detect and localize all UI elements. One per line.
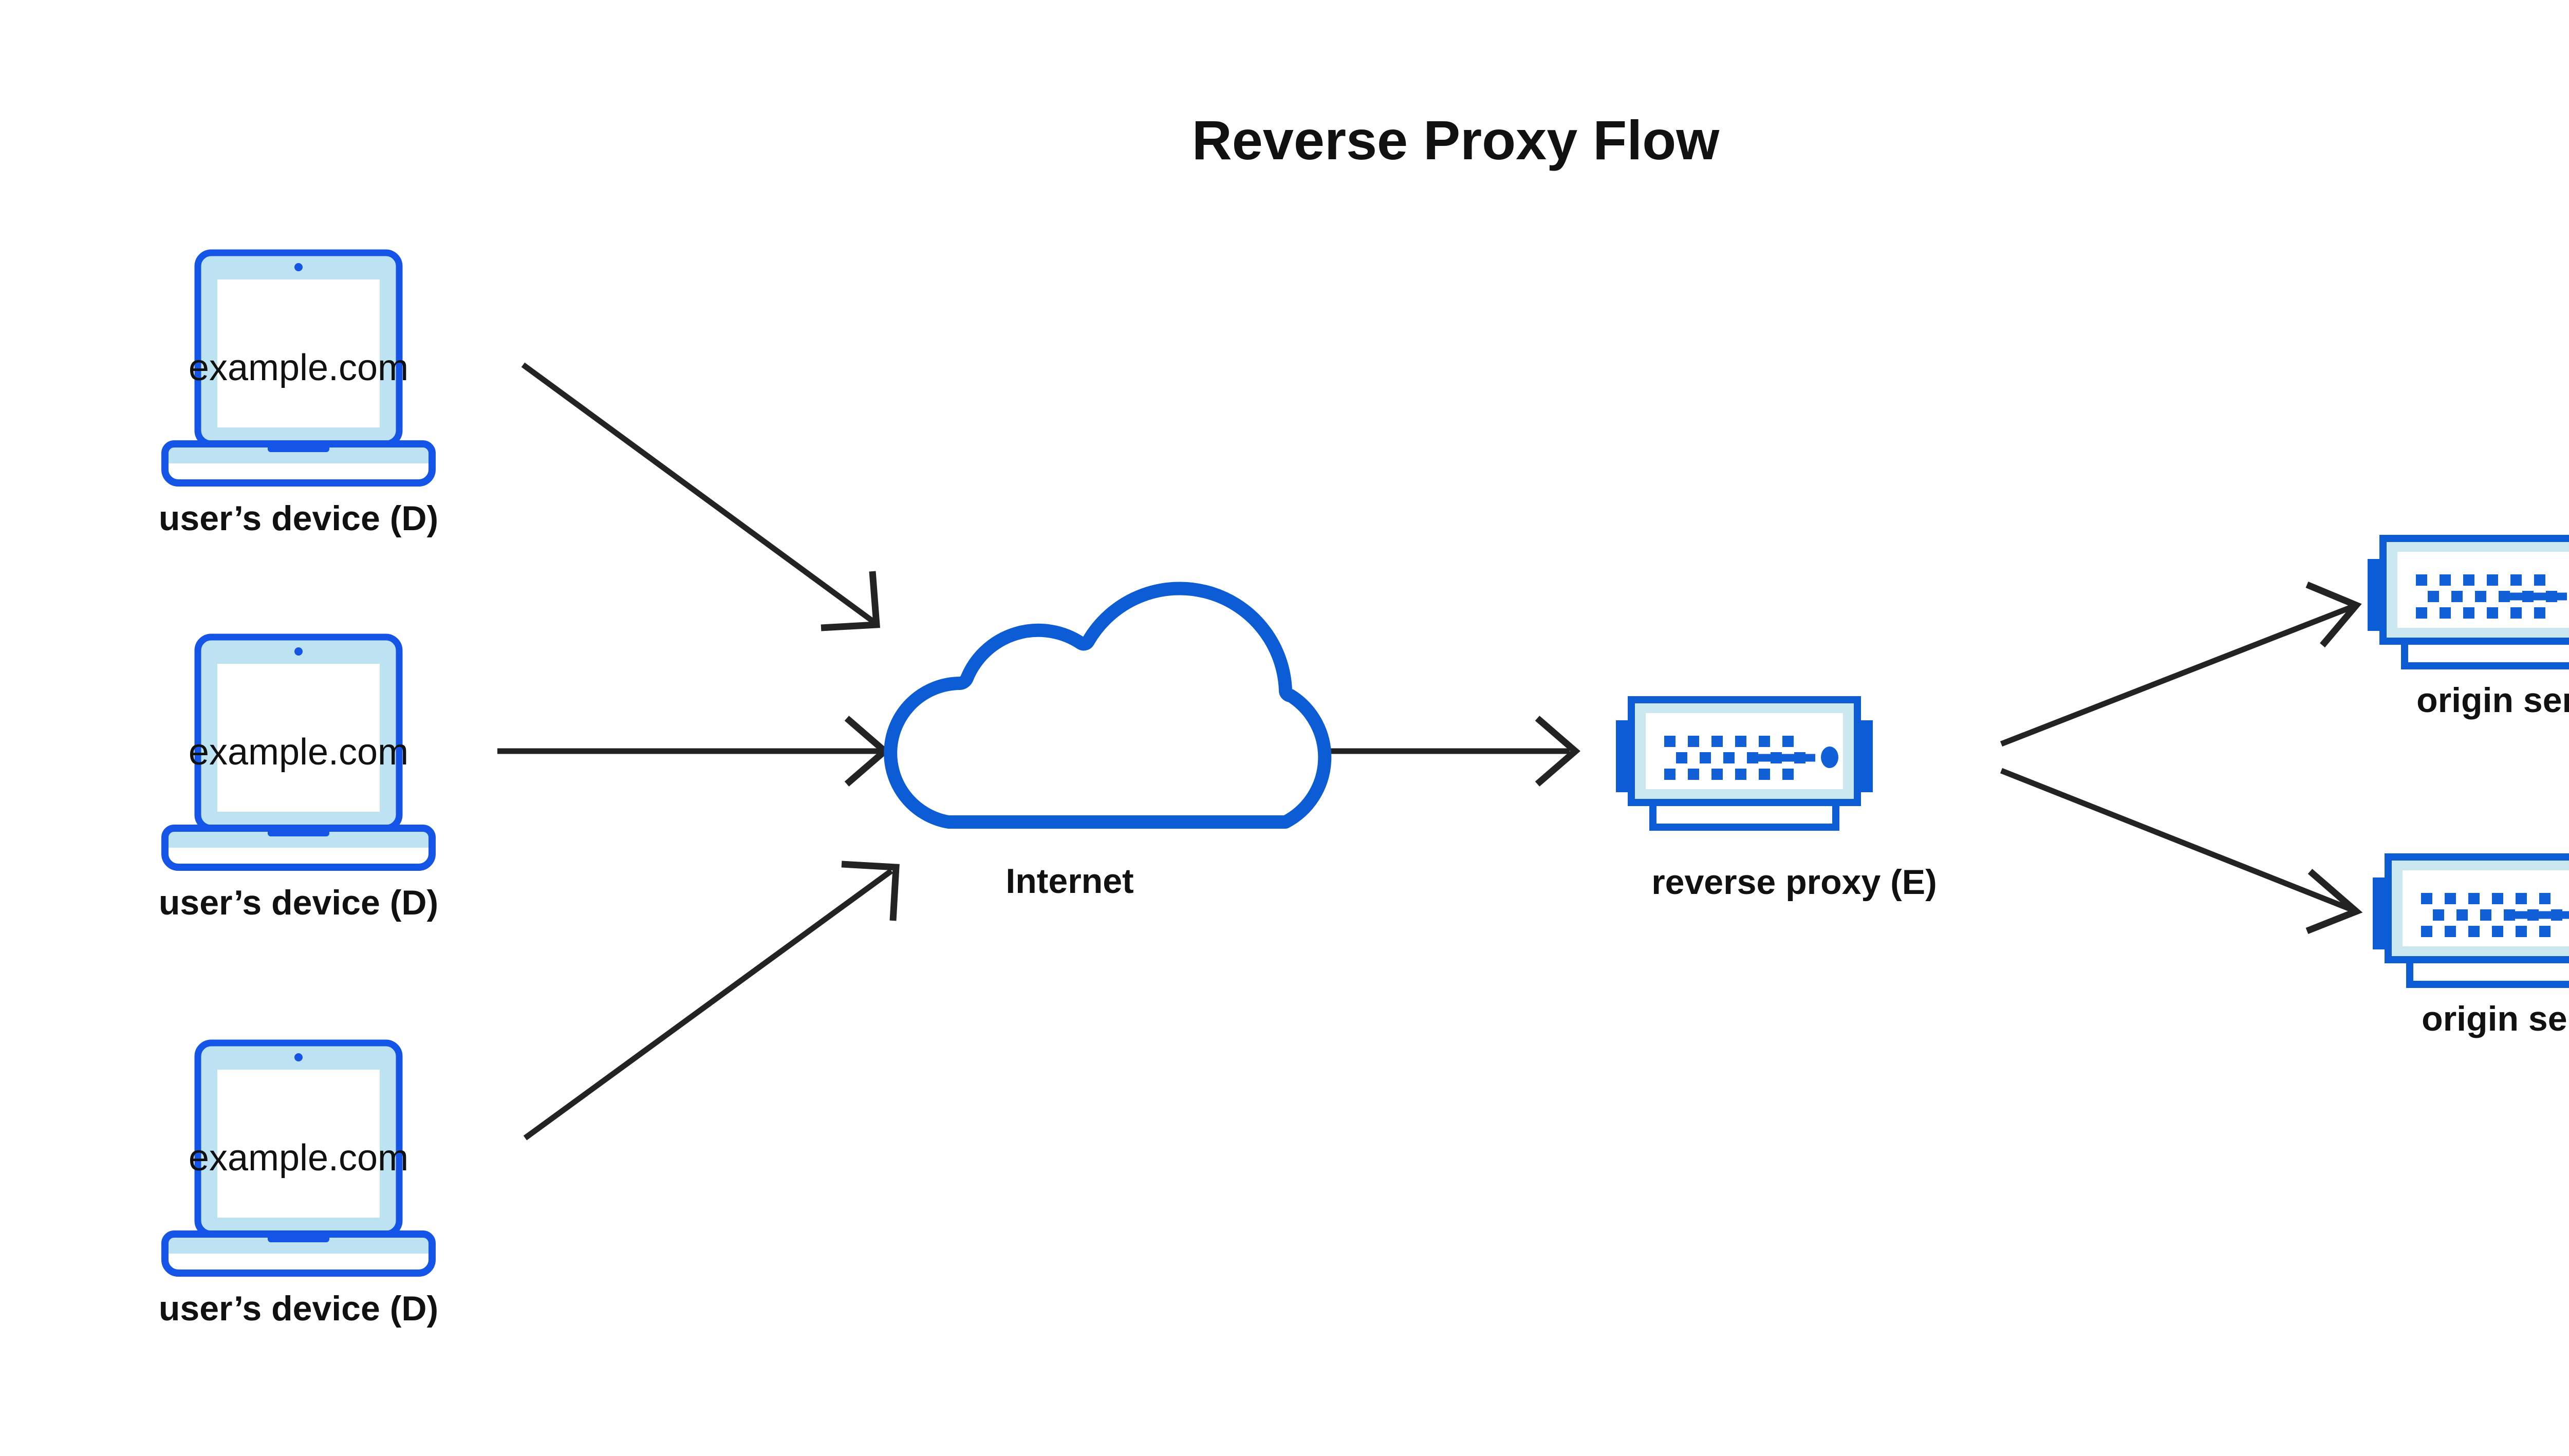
flow-arrow-device-top-to-internet (521, 362, 880, 631)
server-icon (2368, 538, 2569, 666)
node-reverse-proxy[interactable]: reverse proxy (E) (1616, 700, 1937, 902)
node-origin-top[interactable]: origin server (F) (2368, 538, 2569, 720)
page-title: Reverse Proxy Flow (1192, 109, 1720, 171)
node-device-middle[interactable]: example.com user’s device (D) (159, 637, 438, 922)
flow-arrow-proxy-to-origin-top (2000, 582, 2362, 747)
reverse-proxy-label: reverse proxy (E) (1651, 863, 1937, 902)
device-middle-label: user’s device (D) (159, 883, 438, 922)
device-bottom-screen-text: example.com (189, 1137, 408, 1179)
device-top-label: user’s device (D) (159, 499, 438, 538)
node-device-bottom[interactable]: example.com user’s device (D) (159, 1043, 438, 1328)
flow-arrow-proxy-to-origin-bottom (2000, 768, 2363, 935)
cloud-icon (884, 582, 1332, 829)
internet-label: Internet (1006, 862, 1133, 901)
flow-arrow-device-middle-to-internet (497, 716, 890, 787)
device-middle-screen-text: example.com (189, 732, 408, 773)
server-icon (2373, 857, 2569, 984)
flow-arrows (497, 362, 2363, 1141)
device-bottom-label: user’s device (D) (159, 1289, 438, 1328)
origin-top-label: origin server (F) (2416, 681, 2569, 720)
node-origin-bottom[interactable]: origin server (F) (2373, 857, 2569, 1038)
device-top-screen-text: example.com (189, 347, 408, 388)
node-device-top[interactable]: example.com user’s device (D) (159, 253, 438, 538)
server-icon (1616, 700, 1873, 827)
node-internet[interactable]: Internet (884, 582, 1332, 901)
origin-bottom-label: origin server (F) (2422, 999, 2569, 1038)
flow-arrow-device-bottom-to-internet (523, 861, 900, 1141)
